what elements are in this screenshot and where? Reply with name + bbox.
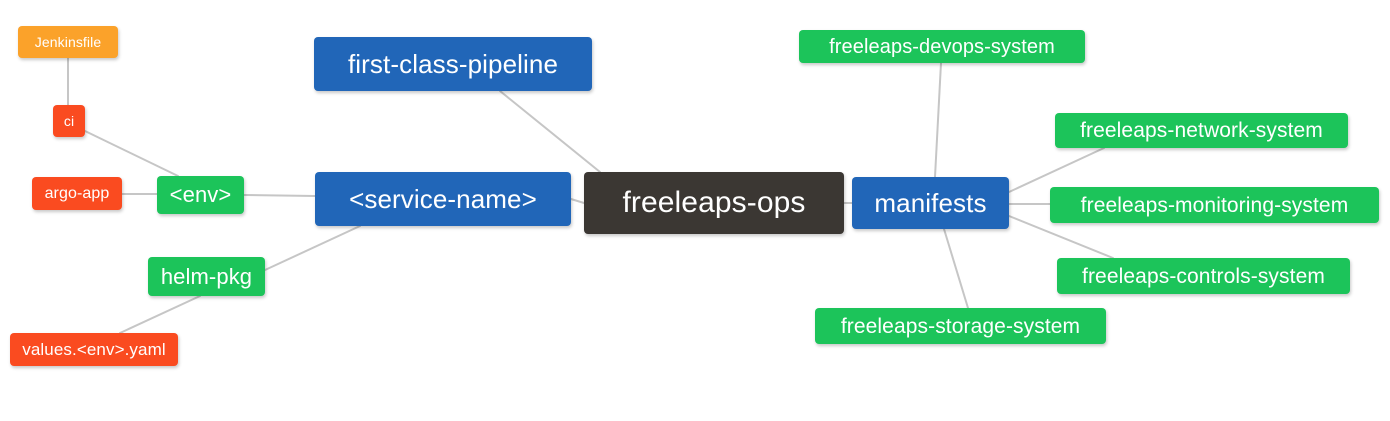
node-label-freeleaps-network-system: freeleaps-network-system <box>1080 119 1323 142</box>
edge-helm-pkg-to-values-env-yaml <box>119 295 201 334</box>
node-label-freeleaps-controls-system: freeleaps-controls-system <box>1082 264 1325 288</box>
node-helm-pkg[interactable]: helm-pkg <box>148 257 265 296</box>
edge-freeleaps-ops-to-service-name <box>570 198 585 204</box>
node-first-class-pipeline[interactable]: first-class-pipeline <box>314 37 592 91</box>
node-jenkinsfile[interactable]: Jenkinsfile <box>18 26 118 58</box>
edge-env-to-ci <box>84 130 179 177</box>
edge-manifests-to-freeleaps-storage-system <box>943 228 969 309</box>
node-label-ci: ci <box>63 113 75 129</box>
node-freeleaps-storage-system[interactable]: freeleaps-storage-system <box>815 308 1106 344</box>
node-label-jenkinsfile: Jenkinsfile <box>34 34 102 50</box>
edge-manifests-to-freeleaps-network-system <box>1008 147 1105 193</box>
node-label-manifests: manifests <box>874 188 987 218</box>
edge-service-name-to-env <box>243 194 316 197</box>
node-freeleaps-controls-system[interactable]: freeleaps-controls-system <box>1057 258 1350 294</box>
node-service-name[interactable]: <service-name> <box>315 172 571 226</box>
edge-manifests-to-freeleaps-devops-system <box>934 62 942 178</box>
node-env[interactable]: <env> <box>157 176 244 214</box>
node-label-env: <env> <box>169 182 232 207</box>
node-ci[interactable]: ci <box>53 105 85 137</box>
edge-freeleaps-ops-to-first-class-pipeline <box>499 90 601 173</box>
node-label-freeleaps-monitoring-system: freeleaps-monitoring-system <box>1080 193 1349 217</box>
node-label-freeleaps-ops: freeleaps-ops <box>622 186 806 219</box>
node-label-argo-app: argo-app <box>44 184 110 202</box>
node-label-values-env-yaml: values.<env>.yaml <box>22 340 166 359</box>
node-freeleaps-monitoring-system[interactable]: freeleaps-monitoring-system <box>1050 187 1379 223</box>
node-freeleaps-ops[interactable]: freeleaps-ops <box>584 172 844 234</box>
edge-service-name-to-helm-pkg <box>264 225 361 271</box>
node-label-helm-pkg: helm-pkg <box>160 263 253 289</box>
node-values-env-yaml[interactable]: values.<env>.yaml <box>10 333 178 366</box>
node-freeleaps-network-system[interactable]: freeleaps-network-system <box>1055 113 1348 148</box>
node-label-service-name: <service-name> <box>349 184 537 214</box>
node-manifests[interactable]: manifests <box>852 177 1009 229</box>
node-label-freeleaps-storage-system: freeleaps-storage-system <box>840 314 1081 338</box>
node-label-first-class-pipeline: first-class-pipeline <box>347 49 559 79</box>
node-freeleaps-devops-system[interactable]: freeleaps-devops-system <box>799 30 1085 63</box>
node-label-freeleaps-devops-system: freeleaps-devops-system <box>829 35 1055 58</box>
node-argo-app[interactable]: argo-app <box>32 177 122 210</box>
